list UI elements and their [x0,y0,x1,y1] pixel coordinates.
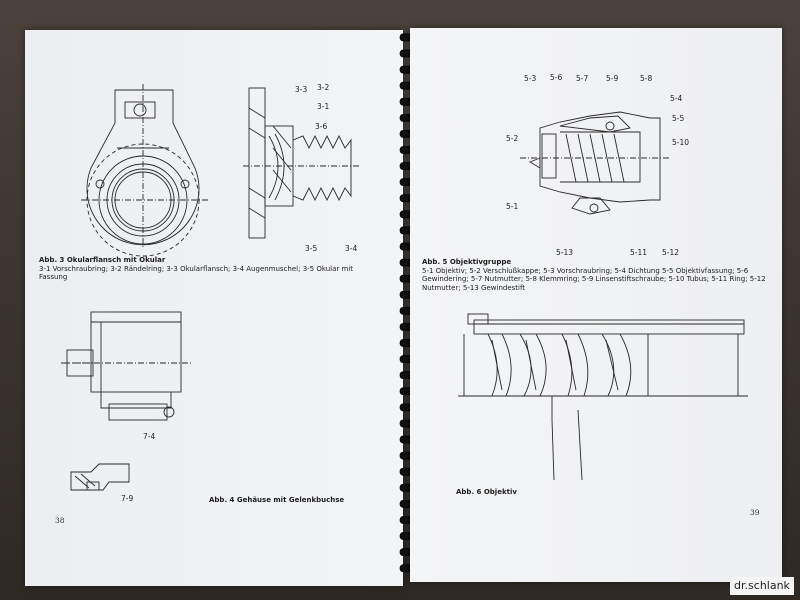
joint-bushing-detail-drawing [70,463,130,491]
label-3-3: 3-3 [295,85,308,94]
objective-group-drawing [520,111,670,215]
housing-drawing [61,311,191,421]
label-5-7: 5-7 [576,74,589,83]
label-5-9: 5-9 [606,74,619,83]
objective-section-drawing [458,313,748,481]
label-5-4: 5-4 [670,94,683,103]
left-page: 3-3 3-2 3-1 3-6 3-5 3-4 Abb. 3 Okularfla… [25,30,403,586]
fig5-title: Abb. 5 Objektivgruppe [422,258,512,266]
page-number-left: 38 [55,516,65,525]
label-5-6: 5-6 [550,73,563,82]
fig4-title: Abb. 4 Gehäuse mit Gelenkbuchse [209,496,345,504]
fig5-caption: Abb. 5 Objektivgruppe 5-1 Objektiv; 5-2 … [422,258,772,292]
label-5-8: 5-8 [640,74,653,83]
fig6-title: Abb. 6 Objektiv [456,488,517,496]
fig3-caption: Abb. 3 Okularflansch mit Okular 3-1 Vors… [39,256,369,282]
eyepiece-section-drawing [243,87,361,239]
label-3-1: 3-1 [317,102,330,111]
label-3-6: 3-6 [315,122,328,131]
label-3-2: 3-2 [317,83,330,92]
label-7-9: 7-9 [121,494,134,503]
label-5-13: 5-13 [556,248,574,257]
label-3-4: 3-4 [345,244,358,253]
label-3-5: 3-5 [305,244,318,253]
label-7-4: 7-4 [143,432,156,441]
fig4-caption: Abb. 4 Gehäuse mit Gelenkbuchse [209,496,344,505]
label-5-2: 5-2 [506,134,519,143]
right-page: 5-3 5-6 5-7 5-9 5-8 5-4 5-5 5-10 5-2 5-1… [410,28,782,582]
label-5-11: 5-11 [630,248,648,257]
label-5-10: 5-10 [672,138,690,147]
fig6-caption: Abb. 6 Objektiv [456,488,517,497]
fig3-title: Abb. 3 Okularflansch mit Okular [39,256,166,264]
eyepiece-flange-front-drawing [81,84,209,257]
label-5-3: 5-3 [524,74,537,83]
page-number-right: 39 [750,508,760,517]
watermark: dr.schlank [730,577,794,595]
fig3-text: 3-1 Vorschraubring; 3-2 Rändelring; 3-3 … [39,264,353,282]
label-5-1: 5-1 [506,202,519,211]
label-5-12: 5-12 [662,248,680,257]
label-5-5: 5-5 [672,114,685,123]
fig5-text: 5-1 Objektiv; 5-2 Verschlußkappe; 5-3 Vo… [422,266,766,292]
